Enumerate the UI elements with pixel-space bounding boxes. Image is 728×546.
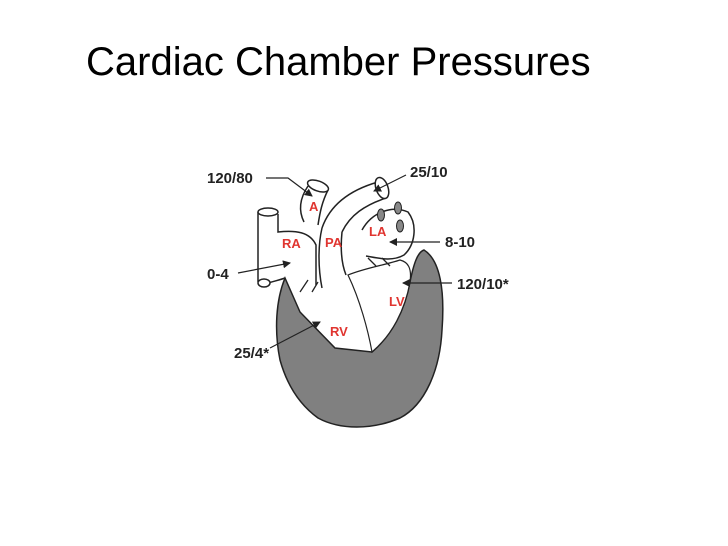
pulmonary-vein-1 <box>377 208 385 222</box>
arrow-right-atrium <box>237 260 291 274</box>
inferior-vena-cava-opening <box>257 278 271 288</box>
slide-title: Cardiac Chamber Pressures <box>86 40 591 84</box>
mitral-valve <box>367 257 391 267</box>
pulmonary-artery-opening <box>374 176 390 200</box>
pressure-right-atrium: 0-4 <box>207 266 229 283</box>
pulmonary-artery-outline <box>318 181 387 289</box>
pressure-left-ventricle: 120/10* <box>457 276 509 293</box>
aorta-opening <box>306 179 330 193</box>
chamber-label-left-ventricle: LV <box>389 294 405 309</box>
arrow-aorta <box>266 177 313 197</box>
chamber-label-left-atrium: LA <box>369 224 387 239</box>
pulmonary-vein-2 <box>394 201 402 215</box>
pressure-right-ventricle: 25/4* <box>234 345 269 362</box>
superior-vena-cava-opening <box>257 207 279 217</box>
chamber-label-pulmonary-artery: PA <box>325 235 343 250</box>
chamber-label-right-atrium: RA <box>282 236 301 251</box>
arrow-pulmonary-artery <box>373 174 407 192</box>
pressure-pulmonary-artery: 25/10 <box>410 164 448 181</box>
pressure-aorta: 120/80 <box>207 170 253 187</box>
tricuspid-valve <box>299 279 319 293</box>
chamber-label-right-ventricle: RV <box>330 324 348 339</box>
chamber-label-aorta: A <box>309 199 319 214</box>
left-ventricle-cavity <box>347 259 412 354</box>
pulmonary-vein-3 <box>396 219 404 233</box>
arrow-right-ventricle <box>269 321 321 349</box>
pressure-left-atrium: 8-10 <box>445 234 475 251</box>
